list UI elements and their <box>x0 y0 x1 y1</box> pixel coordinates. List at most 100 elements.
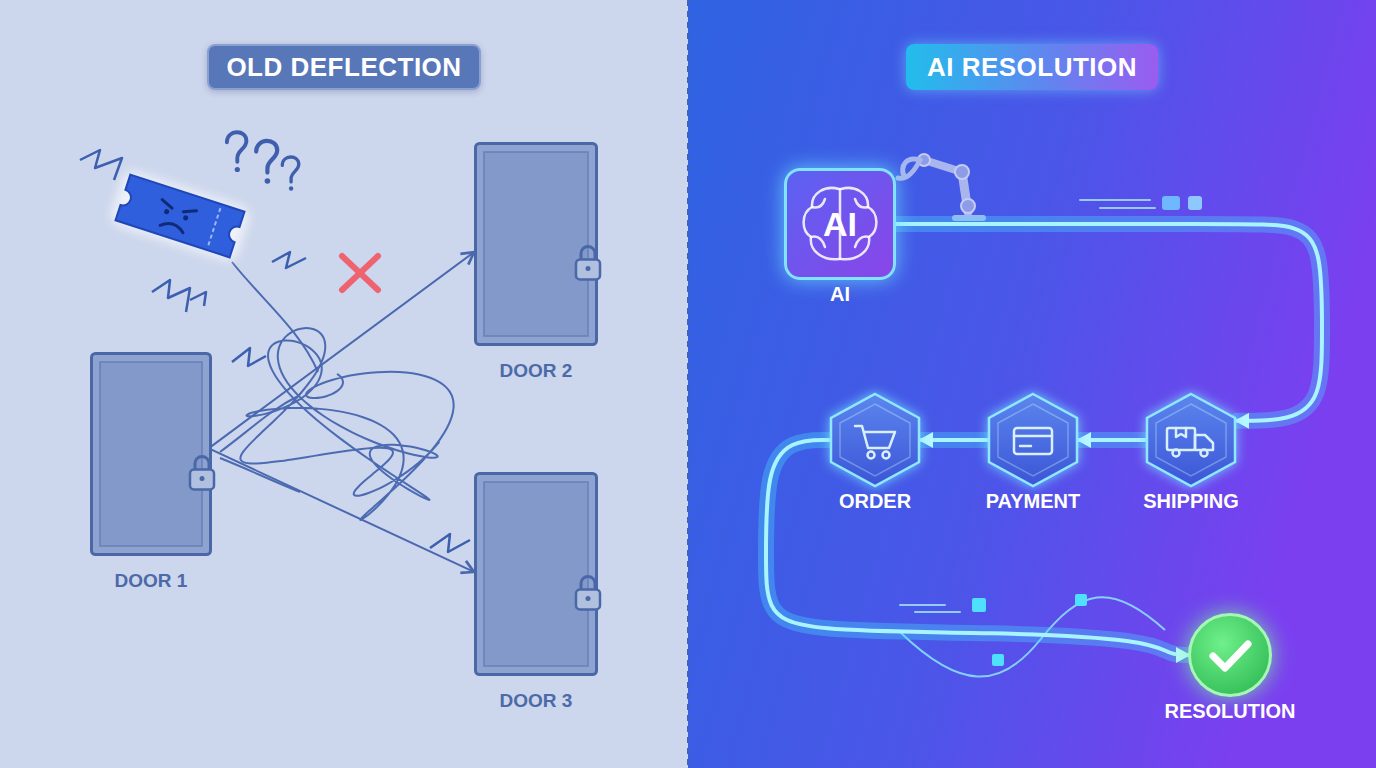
node-label: AI RESOLUTION <box>906 52 1158 83</box>
question-dot <box>235 167 240 172</box>
divider-line <box>687 0 689 768</box>
question-mark <box>227 132 247 172</box>
card-body <box>1014 428 1052 454</box>
door-panel <box>484 152 588 336</box>
frustration-zigzag <box>80 150 122 180</box>
cart-body <box>855 426 895 448</box>
right-panel <box>688 0 1376 768</box>
pillLeft-node: OLD DEFLECTION <box>207 44 481 90</box>
truck-cargo <box>1167 428 1195 450</box>
truck-icon <box>1167 428 1213 457</box>
truck-box <box>1176 428 1186 437</box>
node-label: OLD DEFLECTION <box>209 52 479 83</box>
flow-connector <box>1079 438 1145 442</box>
ticket-perforation <box>208 208 220 246</box>
ticket-eye <box>164 209 170 215</box>
hexagon-inner <box>1156 404 1226 476</box>
ticket-brow <box>161 200 174 208</box>
cart-wheel <box>868 452 875 459</box>
card-icon <box>1014 428 1052 454</box>
checkmark <box>1213 644 1248 668</box>
flow-connector <box>896 224 1322 421</box>
speed-lines <box>900 200 1155 612</box>
speed-line <box>915 611 960 613</box>
cross-stroke <box>342 256 378 290</box>
node-caption: DOOR 2 <box>500 360 573 382</box>
arm-joint <box>961 199 975 213</box>
node-caption: PAYMENT <box>986 490 1080 513</box>
frustration-zigzag <box>152 280 190 312</box>
truck-cab <box>1195 435 1213 450</box>
node-caption: DOOR 1 <box>115 570 188 592</box>
hexagon-outline <box>1147 394 1235 486</box>
ticket-glow <box>109 169 252 263</box>
tangle-line <box>220 395 300 452</box>
padlock <box>190 456 214 489</box>
hexagon-shape <box>987 392 1079 488</box>
data-packet <box>1075 594 1087 606</box>
pillRight-node: AI RESOLUTION <box>906 44 1158 90</box>
connector-glow <box>896 224 1322 421</box>
ticket-frown <box>160 221 184 233</box>
question-dot <box>265 178 271 184</box>
question-stroke <box>282 157 299 182</box>
cart-icon <box>855 426 895 459</box>
flow-connector <box>766 440 1188 655</box>
arrow-connector <box>212 252 474 446</box>
arm-gripper <box>898 160 920 178</box>
frustration-zigzag <box>430 534 470 552</box>
padlock <box>576 246 600 279</box>
node-label: AI <box>787 205 893 244</box>
brain-outline <box>811 237 825 247</box>
door-node: DOOR 1 <box>90 352 212 556</box>
data-packet <box>992 654 1004 666</box>
door-frame <box>476 144 597 345</box>
data-packet <box>972 598 986 612</box>
red-cross <box>342 256 378 290</box>
connector-glow <box>1079 432 1145 448</box>
padlock-keyhole <box>586 596 591 601</box>
hexagon-outline <box>989 394 1077 486</box>
padlock-body <box>576 259 600 279</box>
cart-wheel <box>883 452 890 459</box>
hexagon-inner <box>998 404 1068 476</box>
node-caption: AI <box>830 283 850 306</box>
arm-joint <box>955 165 969 179</box>
connector-glow <box>766 440 1188 655</box>
speed-line <box>1080 199 1150 201</box>
tangle-line <box>232 262 318 372</box>
door-shape <box>90 352 212 556</box>
question-mark <box>256 141 277 184</box>
padlock-body <box>190 469 214 489</box>
hexagon-inner <box>840 404 910 476</box>
node-caption: RESOLUTION <box>1164 700 1295 723</box>
speed-line <box>900 604 945 606</box>
question-mark <box>282 157 299 191</box>
door-shape <box>474 142 598 346</box>
question-stroke <box>227 132 247 161</box>
hexagon-outline <box>831 394 919 486</box>
truck-wheel <box>1201 450 1208 457</box>
hex-node: ORDER <box>829 392 921 488</box>
hex-node: PAYMENT <box>987 392 1079 488</box>
check-node: RESOLUTION <box>1188 613 1272 697</box>
connectors <box>212 224 1322 655</box>
padlock-body <box>576 589 600 609</box>
flow-connector <box>921 438 987 442</box>
hexagon-shape <box>1145 392 1237 488</box>
door-shape <box>474 472 598 676</box>
frustration-zigzag <box>272 252 306 268</box>
data-packet <box>1162 196 1180 210</box>
question-stroke <box>256 141 277 173</box>
hex-node: SHIPPING <box>1145 392 1237 488</box>
node-caption: DOOR 3 <box>500 690 573 712</box>
door-panel <box>100 362 202 546</box>
door-frame <box>92 354 211 555</box>
node-caption: SHIPPING <box>1143 490 1239 513</box>
hexagon-shape <box>829 392 921 488</box>
tangled-scribble <box>240 328 453 520</box>
connector-glow <box>921 432 987 448</box>
padlock-keyhole <box>586 266 591 271</box>
door-node: DOOR 3 <box>474 472 598 676</box>
door-panel <box>484 482 588 666</box>
